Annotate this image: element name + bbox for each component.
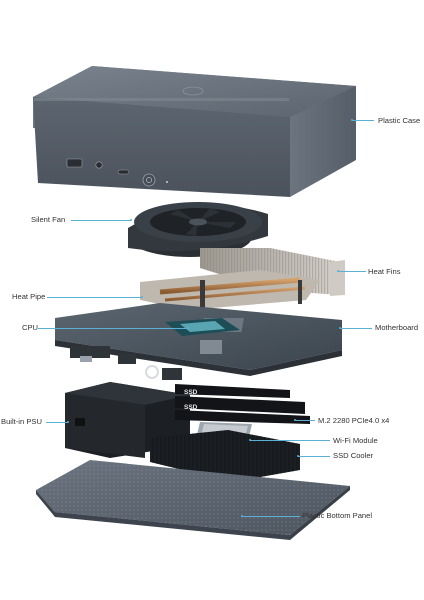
leader-line-motherboard: [340, 328, 372, 329]
audio-jack-icon: [95, 161, 103, 169]
leader-line-heat-fins: [338, 271, 366, 272]
usb-port-icon: [66, 158, 83, 168]
label-heat-fins: Heat Fins: [368, 267, 401, 276]
ssd-label-top: SSD: [184, 389, 198, 396]
leader-line-silent-fan: [71, 220, 131, 221]
label-heat-pipe: Heat Pipe: [12, 292, 46, 301]
leader-dot-ssd-cooler: [297, 455, 300, 458]
label-wifi-module: Wi-Fi Module: [333, 436, 378, 445]
label-cpu: CPU: [22, 323, 39, 332]
silent-fan: [128, 202, 268, 257]
label-m2-ssd: M.2 2280 PCIe4.0 x4: [318, 416, 390, 425]
label-built-in-psu: Built-in PSU: [1, 417, 42, 426]
plastic-case: [33, 66, 356, 197]
ssd-cooler: [150, 430, 300, 482]
leader-dot-heat-fins: [337, 270, 340, 273]
m2-ssd-stack: SSD SSD: [175, 384, 310, 424]
power-button-icon: [142, 173, 156, 187]
usb-c-port-icon: [117, 169, 130, 175]
leader-dot-silent-fan: [130, 219, 133, 222]
leader-dot-heat-pipe: [141, 296, 144, 299]
cpu: [165, 318, 240, 336]
leader-line-ssd-cooler: [298, 456, 330, 457]
leader-dot-built-in-psu: [67, 421, 70, 424]
label-plastic-case: Plastic Case: [378, 116, 421, 125]
leader-line-m2-ssd: [295, 420, 315, 421]
label-ssd-cooler: SSD Cooler: [333, 451, 374, 460]
leader-line-cpu: [38, 328, 188, 329]
leader-dot-plastic-case: [351, 119, 354, 122]
leader-line-bottom-panel: [242, 516, 300, 517]
motherboard: [55, 303, 342, 380]
leader-dot-wifi-module: [249, 439, 252, 442]
leader-line-wifi-module: [250, 440, 330, 441]
plastic-bottom-panel: [36, 460, 350, 540]
leader-dot-m2-ssd: [294, 419, 297, 422]
ssd-label-bottom: SSD: [184, 404, 198, 411]
leader-line-plastic-case: [352, 120, 374, 121]
leader-line-built-in-psu: [46, 422, 68, 423]
leader-dot-motherboard: [339, 327, 342, 330]
heat-pipe: [140, 270, 320, 310]
label-bottom-panel: Plastic Bottom Panel: [302, 511, 373, 520]
label-motherboard: Motherboard: [375, 323, 419, 332]
leader-dot-bottom-panel: [241, 515, 244, 518]
leader-line-heat-pipe: [47, 297, 142, 298]
leader-dot-cpu: [187, 327, 190, 330]
label-silent-fan: Silent Fan: [31, 215, 66, 224]
